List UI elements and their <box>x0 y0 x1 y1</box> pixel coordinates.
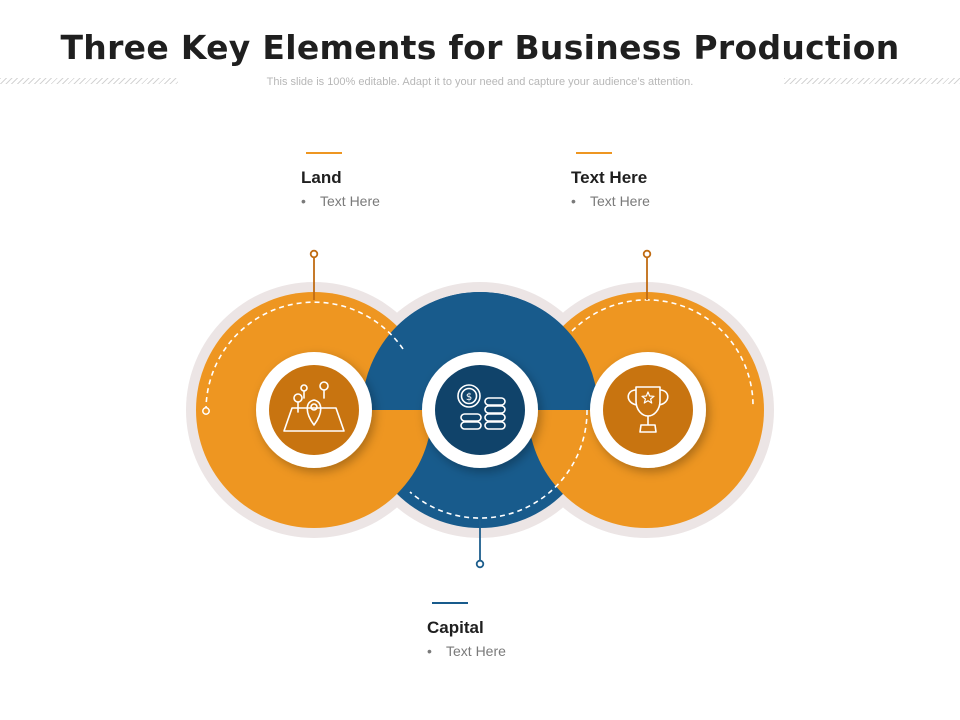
capital-bullet-text: Text Here <box>446 643 506 659</box>
title-hatch-right <box>784 78 960 84</box>
land-bullet: •Text Here <box>301 193 380 209</box>
capital-label-rule <box>432 602 468 604</box>
title-hatch-left <box>0 78 178 84</box>
land-arc-end-dot <box>202 407 210 415</box>
svg-text:$: $ <box>466 392 472 403</box>
third-label-rule <box>576 152 612 154</box>
coins-icon: $ <box>457 384 506 430</box>
land-bullet-text: Text Here <box>320 193 380 209</box>
capital-icon-badge <box>422 352 538 468</box>
land-connector <box>309 249 319 300</box>
capital-label: Capital •Text Here <box>427 602 506 659</box>
capital-bullet: •Text Here <box>427 643 506 659</box>
third-heading: Text Here <box>571 168 648 187</box>
slide-subtitle: This slide is 100% editable. Adapt it to… <box>266 76 694 88</box>
slide-title: Three Key Elements for Business Producti… <box>60 28 900 67</box>
land-dashed-arc <box>205 301 406 412</box>
third-bullet-text: Text Here <box>590 193 650 209</box>
capital-disc-top <box>362 292 598 410</box>
third-icon-badge <box>590 352 706 468</box>
third-bullet: •Text Here <box>571 193 650 209</box>
capital-connector <box>475 520 485 569</box>
land-heading: Land <box>301 168 342 187</box>
third-label: Text Here •Text Here <box>571 152 650 209</box>
capital-heading: Capital <box>427 618 484 637</box>
map-location-icon <box>283 381 345 432</box>
land-label-rule <box>306 152 342 154</box>
capital-dashed-arc <box>409 409 588 519</box>
third-dashed-arc <box>571 299 754 409</box>
trophy-icon <box>627 386 669 433</box>
third-connector <box>642 249 652 300</box>
land-label: Land •Text Here <box>301 152 380 209</box>
